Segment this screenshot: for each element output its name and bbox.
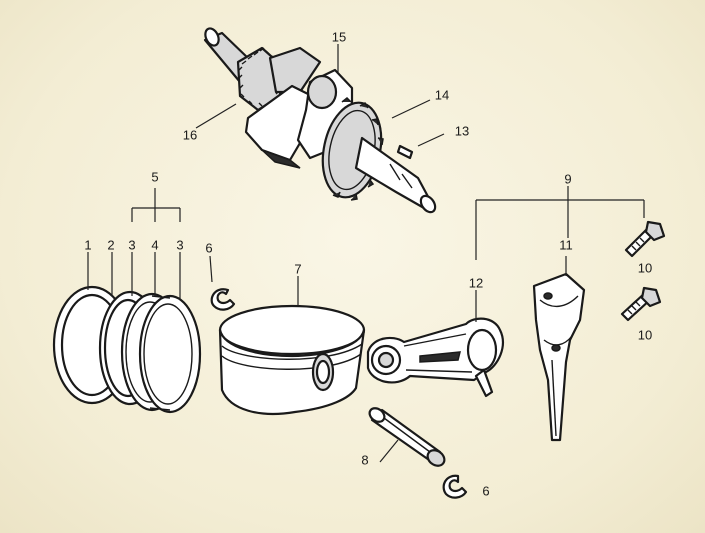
callout-5: 5 (151, 169, 159, 185)
callout-8: 8 (361, 452, 369, 468)
leader-lines (87, 44, 645, 463)
callout-7: 7 (294, 261, 302, 277)
callout-15: 15 (331, 29, 347, 45)
rod-cap (532, 272, 586, 442)
connecting-rod (366, 317, 504, 398)
callout-6-lower: 6 (482, 483, 490, 499)
callout-16: 16 (182, 127, 198, 143)
piston-pin (368, 407, 446, 467)
circlip-upper (210, 288, 236, 311)
callout-4: 4 (151, 237, 159, 253)
callout-13: 13 (454, 123, 470, 139)
callout-11: 11 (559, 237, 573, 253)
callout-10-lower: 10 (637, 327, 653, 343)
callout-1: 1 (84, 237, 92, 253)
rod-bolts (620, 220, 666, 322)
piston-ring-set (52, 285, 202, 414)
callout-6-upper: 6 (205, 240, 213, 256)
callout-3a: 3 (128, 237, 136, 253)
crankshaft (203, 27, 437, 214)
callout-2: 2 (107, 237, 115, 253)
woodruff-key (396, 144, 414, 160)
circlip-lower (442, 474, 468, 499)
piston (218, 304, 366, 416)
callout-12: 12 (468, 275, 484, 291)
callout-14: 14 (434, 87, 450, 103)
callout-9: 9 (564, 171, 572, 187)
callout-3b: 3 (176, 237, 184, 253)
callout-10-upper: 10 (637, 260, 653, 276)
